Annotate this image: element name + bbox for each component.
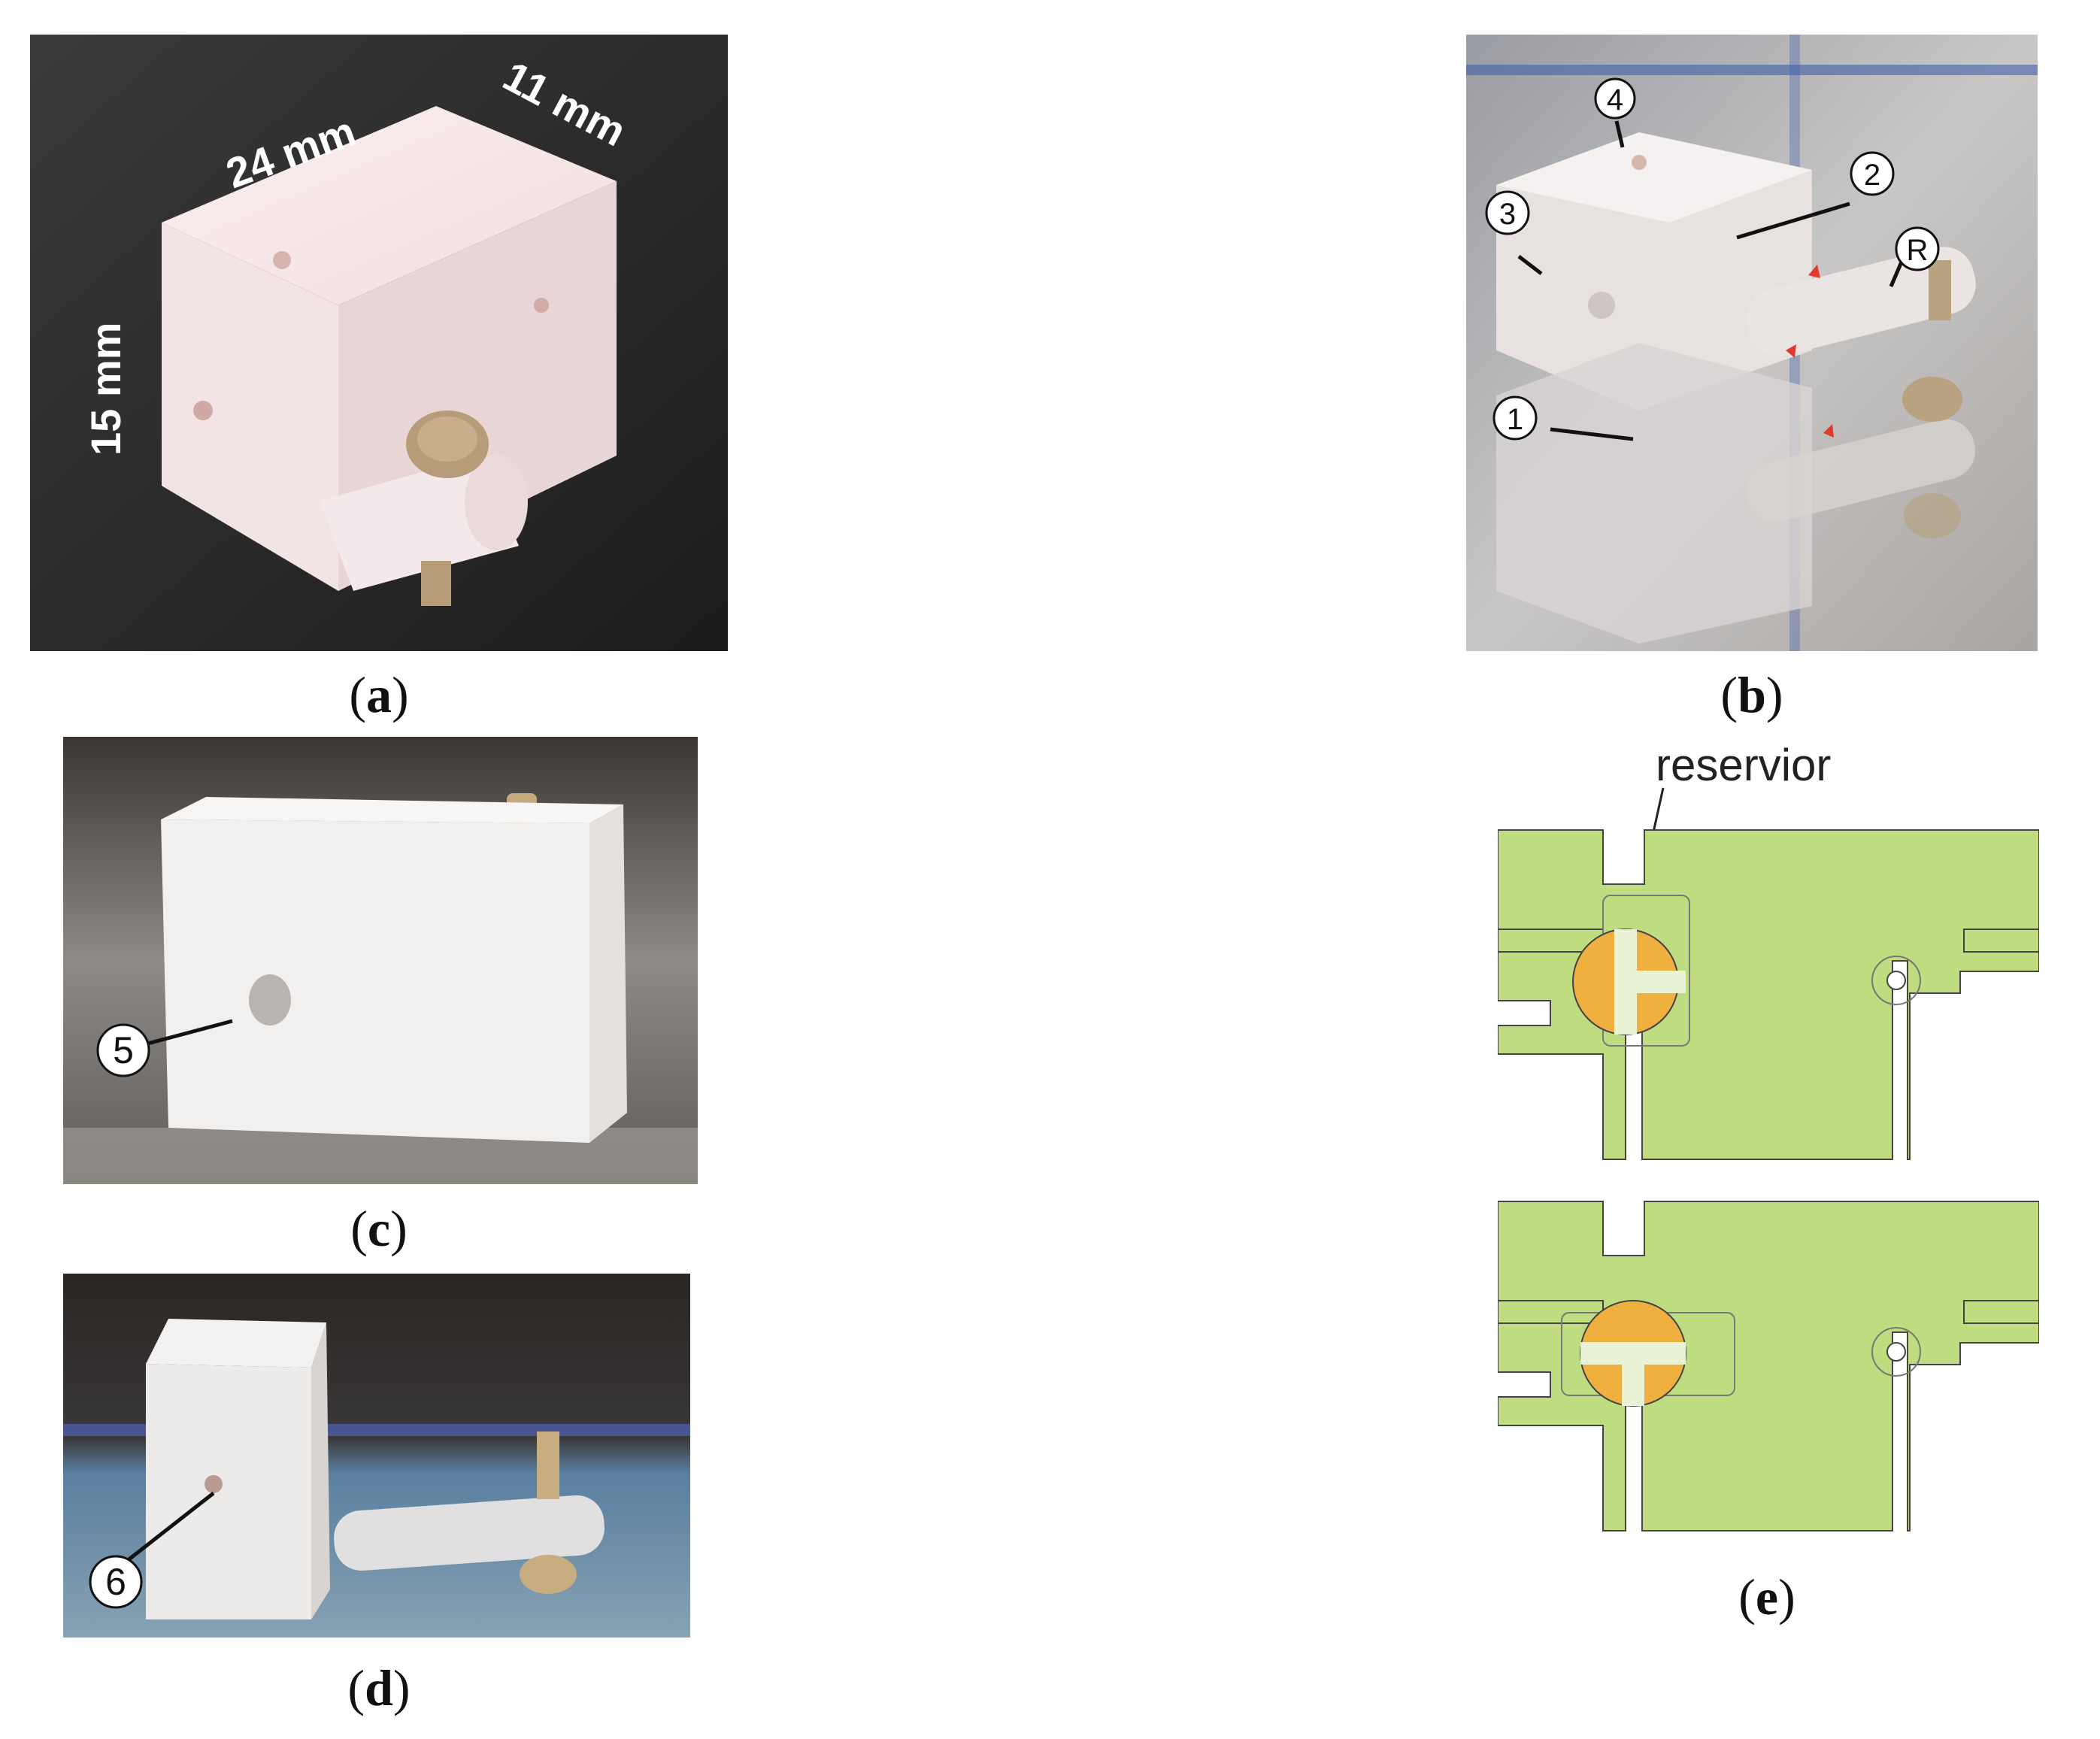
valve-open-state [1498, 829, 2039, 1160]
dimension-label-height: 15 mm [82, 323, 129, 456]
photo-c-block-side-view: 5 [63, 737, 698, 1184]
callout-4: 4 [1607, 83, 1623, 117]
caption-b: (b) [1720, 666, 1783, 723]
callout-3: 3 [1499, 198, 1516, 231]
caption-d: (d) [347, 1659, 411, 1716]
photo-b-stacked-blocks: 4 2 3 R 1 [1466, 35, 2038, 651]
photo-d-block-end-view: 6 [63, 1274, 690, 1638]
caption-e: (e) [1738, 1568, 1795, 1625]
caption-e-letter: e [1755, 1568, 1779, 1625]
diagram-panel-e: reservior [1498, 741, 2039, 1553]
photo-panel-a: 24 mm 11 mm 15 mm [30, 35, 728, 651]
caption-a-letter: a [366, 666, 392, 723]
caption-d-letter: d [365, 1659, 393, 1716]
valve-cross-section-diagram: reservior [1498, 741, 2039, 1531]
valve-closed-state [1498, 1201, 2039, 1531]
caption-c-letter: c [367, 1200, 391, 1257]
caption-b-letter: b [1738, 666, 1766, 723]
caption-a: (a) [349, 666, 409, 723]
photo-panel-b: 4 2 3 R 1 [1466, 35, 2038, 651]
photo-panel-c: 5 [63, 737, 698, 1184]
photo-a-block-with-screw: 24 mm 11 mm 15 mm [30, 35, 728, 651]
callout-R: R [1907, 234, 1929, 267]
callout-1: 1 [1507, 403, 1523, 436]
photo-panel-d: 6 [63, 1274, 690, 1638]
reservoir-label: reservior [1656, 741, 1831, 790]
callout-2: 2 [1864, 159, 1880, 192]
callout-6: 6 [105, 1561, 126, 1603]
caption-c: (c) [350, 1200, 408, 1257]
callout-5: 5 [113, 1029, 134, 1071]
